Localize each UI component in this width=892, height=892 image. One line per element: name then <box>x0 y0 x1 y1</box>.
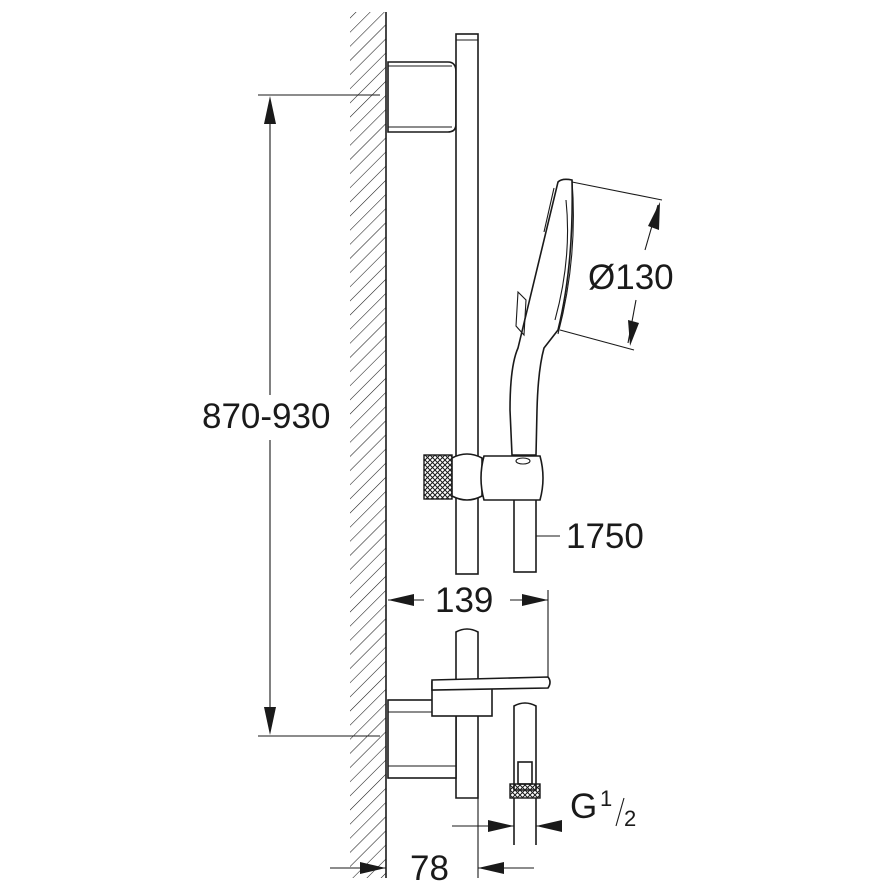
hose-upper <box>513 495 537 573</box>
dimension-height: 870-930 <box>202 94 380 737</box>
rail-upper <box>455 33 479 575</box>
dimension-holder-projection: 78 <box>330 798 534 888</box>
dimension-bar-projection: 139 <box>388 581 548 620</box>
hand-shower <box>509 178 574 456</box>
bar-projection-label: 139 <box>435 581 493 620</box>
hose-connector <box>509 702 541 845</box>
wall <box>350 12 387 878</box>
dimension-thread: G 1 2 <box>452 786 636 832</box>
slider <box>423 453 544 501</box>
thread-denominator: 2 <box>624 806 636 831</box>
dimension-hose: 1750 <box>536 517 644 556</box>
top-wall-bracket <box>387 61 457 133</box>
thread-numerator: 1 <box>600 786 612 811</box>
head-diameter-label: Ø130 <box>588 258 674 297</box>
shelf <box>431 590 551 717</box>
height-range-label: 870-930 <box>202 397 330 436</box>
thread-label: G <box>570 787 597 826</box>
hose-length-label: 1750 <box>566 517 644 556</box>
dimension-head-diameter: Ø130 <box>559 181 674 351</box>
hose-nut <box>509 783 541 799</box>
slider-knob <box>423 454 453 500</box>
wall-hatching <box>350 12 386 878</box>
holder-projection-label: 78 <box>410 849 449 888</box>
